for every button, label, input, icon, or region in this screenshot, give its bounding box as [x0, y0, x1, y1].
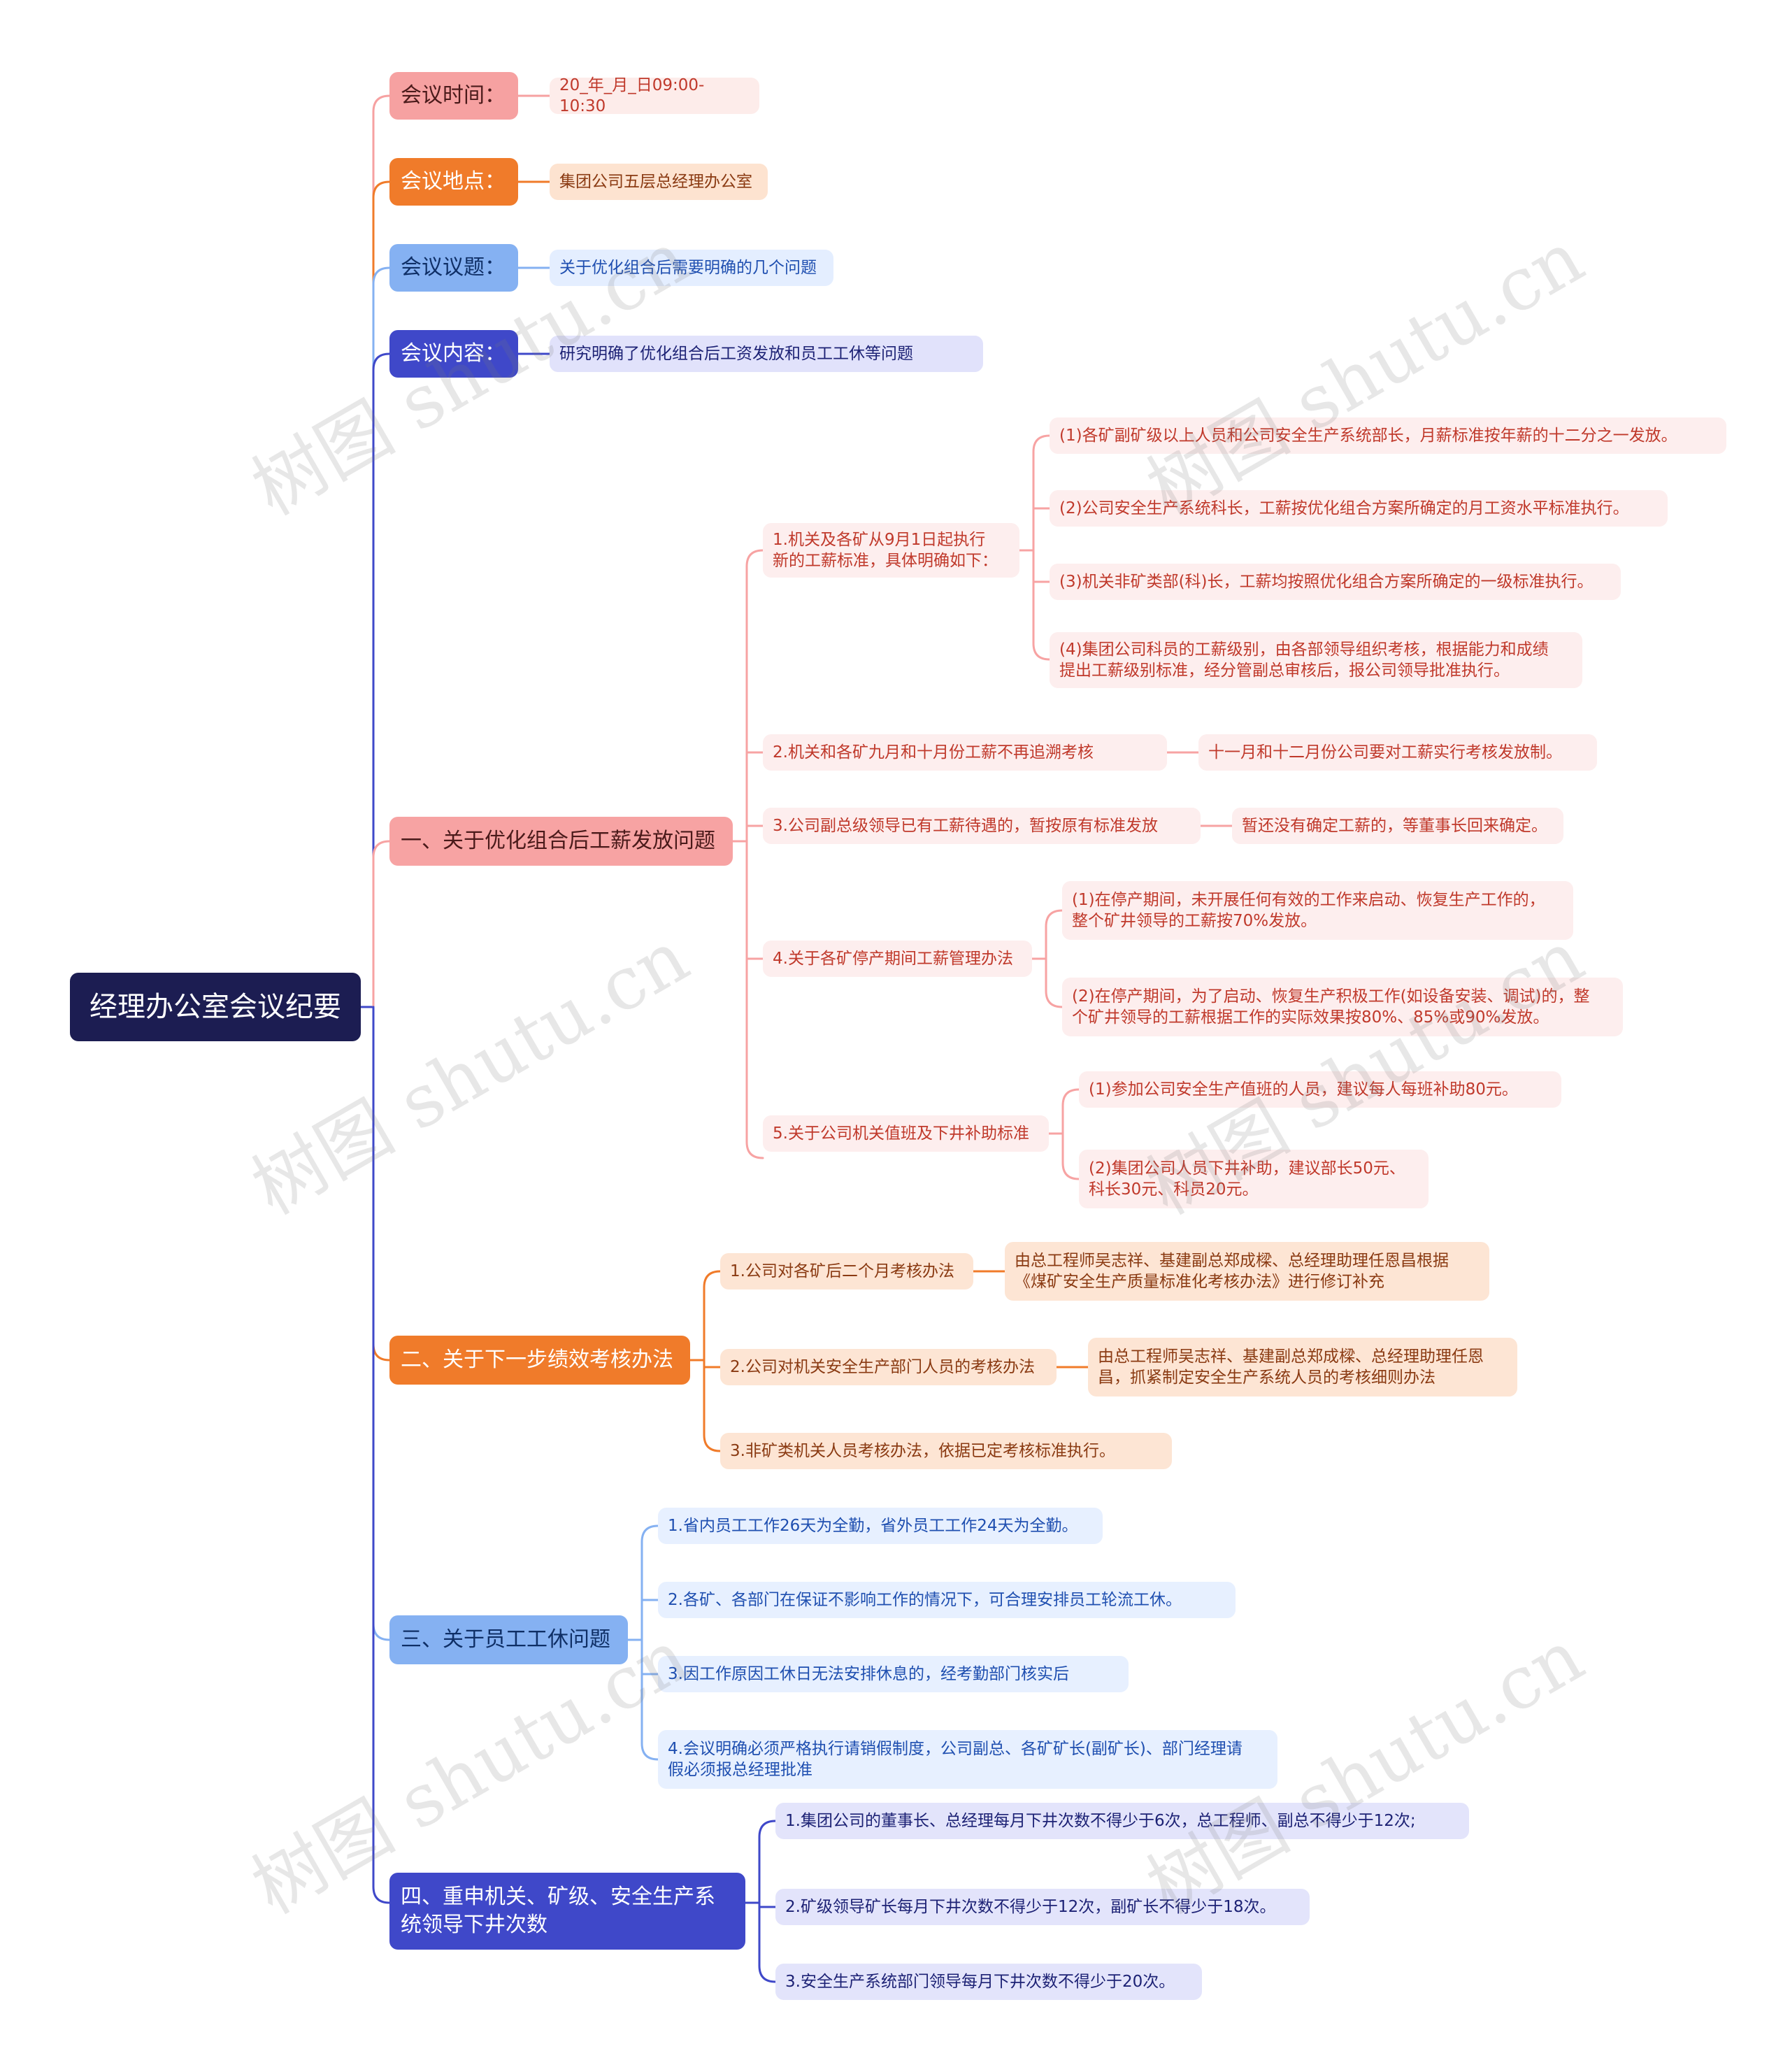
meeting-place-label[interactable]: 会议地点： [389, 158, 518, 206]
root-node[interactable]: 经理办公室会议纪要 [70, 973, 361, 1041]
section-3-title[interactable]: 三、关于员工工休问题 [389, 1615, 628, 1664]
s3-item-1[interactable]: 1.省内员工工作26天为全勤，省外员工工作24天为全勤。 [658, 1508, 1103, 1544]
s1-item-2-child[interactable]: 十一月和十二月份公司要对工薪实行考核发放制。 [1198, 734, 1597, 771]
s3-item-4[interactable]: 4.会议明确必须严格执行请销假制度，公司副总、各矿矿长(副矿长)、部门经理请 假… [658, 1730, 1277, 1789]
s1-item-5-child-1[interactable]: (1)参加公司安全生产值班的人员，建议每人每班补助80元。 [1079, 1071, 1561, 1108]
s2-item-1[interactable]: 1.公司对各矿后二个月考核办法 [720, 1253, 973, 1289]
s1-item-1[interactable]: 1.机关及各矿从9月1日起执行 新的工薪标准，具体明确如下： [763, 523, 1019, 578]
s1-item-1-child-3[interactable]: (3)机关非矿类部(科)长，工薪均按照优化组合方案所确定的一级标准执行。 [1050, 564, 1621, 600]
meeting-topic-label[interactable]: 会议议题： [389, 244, 518, 292]
s1-item-1-child-1[interactable]: (1)各矿副矿级以上人员和公司安全生产系统部长，月薪标准按年薪的十二分之一发放。 [1050, 417, 1726, 454]
s1-item-3-child[interactable]: 暂还没有确定工薪的，等董事长回来确定。 [1232, 808, 1563, 844]
s2-item-3[interactable]: 3.非矿类机关人员考核办法，依据已定考核标准执行。 [720, 1433, 1172, 1469]
meeting-content-value[interactable]: 研究明确了优化组合后工资发放和员工工休等问题 [550, 336, 983, 372]
s1-item-5[interactable]: 5.关于公司机关值班及下井补助标准 [763, 1115, 1049, 1152]
s3-item-3[interactable]: 3.因工作原因工休日无法安排休息的，经考勤部门核实后 [658, 1656, 1129, 1692]
s1-item-4-child-2[interactable]: (2)在停产期间，为了启动、恢复生产积极工作(如设备安装、调试)的，整 个矿井领… [1062, 978, 1623, 1036]
meeting-topic-value[interactable]: 关于优化组合后需要明确的几个问题 [550, 250, 833, 286]
s2-item-2-child[interactable]: 由总工程师吴志祥、基建副总郑成樑、总经理助理任恩 昌，抓紧制定安全生产系统人员的… [1088, 1338, 1517, 1396]
meeting-place-value[interactable]: 集团公司五层总经理办公室 [550, 164, 768, 200]
s4-item-1[interactable]: 1.集团公司的董事长、总经理每月下井次数不得少于6次，总工程师、副总不得少于12… [775, 1803, 1469, 1839]
s1-item-1-child-4[interactable]: (4)集团公司科员的工薪级别，由各部领导组织考核，根据能力和成绩 提出工薪级别标… [1050, 632, 1582, 688]
section-4-title[interactable]: 四、重申机关、矿级、安全生产系 统领导下井次数 [389, 1873, 745, 1950]
s3-item-2[interactable]: 2.各矿、各部门在保证不影响工作的情况下，可合理安排员工轮流工休。 [658, 1582, 1236, 1618]
meeting-content-label[interactable]: 会议内容： [389, 330, 518, 378]
s1-item-4-child-1[interactable]: (1)在停产期间，未开展任何有效的工作来启动、恢复生产工作的， 整个矿井领导的工… [1062, 881, 1573, 940]
s1-item-5-child-2[interactable]: (2)集团公司人员下井补助，建议部长50元、 科长30元、科员20元。 [1079, 1150, 1429, 1208]
meeting-time-label[interactable]: 会议时间： [389, 72, 518, 120]
section-2-title[interactable]: 二、关于下一步绩效考核办法 [389, 1336, 690, 1385]
s1-item-4[interactable]: 4.关于各矿停产期间工薪管理办法 [763, 941, 1032, 977]
s1-item-3[interactable]: 3.公司副总级领导已有工薪待遇的，暂按原有标准发放 [763, 808, 1201, 844]
s1-item-1-child-2[interactable]: (2)公司安全生产系统科长，工薪按优化组合方案所确定的月工资水平标准执行。 [1050, 490, 1668, 527]
s2-item-1-child[interactable]: 由总工程师吴志祥、基建副总郑成樑、总经理助理任恩昌根据 《煤矿安全生产质量标准化… [1005, 1242, 1489, 1301]
section-1-title[interactable]: 一、关于优化组合后工薪发放问题 [389, 817, 733, 866]
s2-item-2[interactable]: 2.公司对机关安全生产部门人员的考核办法 [720, 1349, 1057, 1385]
s1-item-2[interactable]: 2.机关和各矿九月和十月份工薪不再追溯考核 [763, 734, 1167, 771]
s4-item-2[interactable]: 2.矿级领导矿长每月下井次数不得少于12次，副矿长不得少于18次。 [775, 1889, 1310, 1925]
meeting-time-value[interactable]: 20_年_月_日09:00-10:30 [550, 76, 759, 115]
s4-item-3[interactable]: 3.安全生产系统部门领导每月下井次数不得少于20次。 [775, 1964, 1202, 2000]
